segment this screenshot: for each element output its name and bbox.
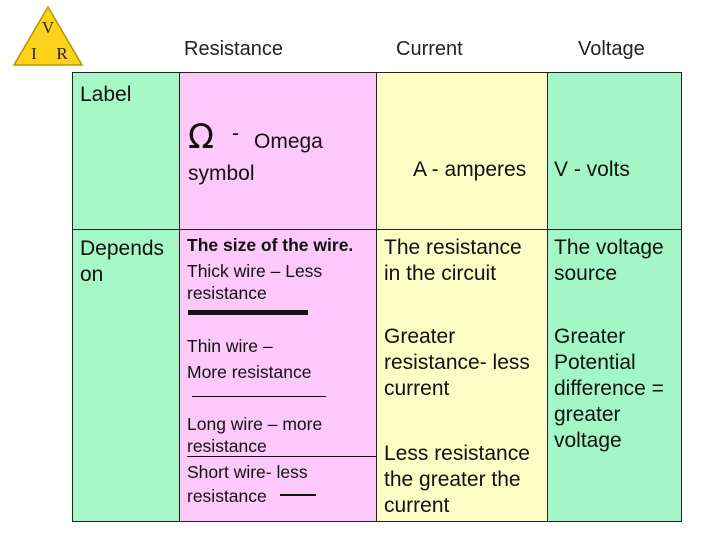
- depends-resistance-cell: The size of the wire. Thick wire – Less …: [179, 229, 377, 522]
- voltage-p2-line-5: voltage: [554, 429, 622, 452]
- vir-triangle-logo: V I R: [12, 5, 84, 67]
- current-p3-line-1: Less resistance: [384, 442, 530, 465]
- wire-size-heading: The size of the wire.: [187, 235, 354, 255]
- omega-text-2: symbol: [188, 162, 255, 185]
- label-voltage-cell: V - volts: [547, 72, 682, 230]
- header-resistance: Resistance: [184, 38, 283, 60]
- voltage-p1-line-1: The voltage: [554, 236, 664, 259]
- depends-title-2: on: [80, 263, 104, 286]
- header-current: Current: [396, 38, 463, 60]
- thin-wire-line-1: Thin wire –: [187, 336, 273, 356]
- voltage-p1-line-2: source: [554, 262, 618, 285]
- current-p2-line-2: resistance- less: [384, 351, 530, 374]
- current-p2-line-3: current: [384, 377, 450, 400]
- logo-v: V: [42, 18, 55, 37]
- current-p2-line-1: Greater: [384, 325, 456, 348]
- short-wire-graphic: [280, 494, 316, 496]
- short-wire-line-1: Short wire- less: [187, 462, 308, 482]
- short-wire-line-2: resistance: [187, 486, 267, 506]
- depends-voltage-cell: The voltage source Greater Potential dif…: [547, 229, 682, 522]
- voltage-p2-line-1: Greater: [554, 325, 626, 348]
- omega-text-1: Omega: [254, 130, 323, 153]
- triangle-icon: V I R: [12, 5, 84, 66]
- voltage-p2-line-3: difference =: [554, 377, 664, 400]
- thick-wire-line-1: Thick wire – Less: [187, 261, 323, 281]
- voltage-p2-line-4: greater: [554, 403, 621, 426]
- label-title: Label: [80, 83, 132, 106]
- thin-wire-graphic: [192, 396, 326, 397]
- current-p1-line-1: The resistance: [384, 236, 522, 259]
- label-resistance-cell: Ω - Omega symbol: [179, 72, 377, 230]
- voltage-unit: V - volts: [554, 158, 630, 181]
- long-wire-graphic: [187, 456, 377, 457]
- current-p3-line-3: current: [384, 494, 450, 517]
- label-current-cell: A - amperes: [376, 72, 548, 230]
- depends-title-cell: Depends on: [72, 229, 180, 522]
- header-voltage: Voltage: [578, 38, 645, 60]
- omega-dash: -: [232, 122, 239, 145]
- thin-wire-line-2: More resistance: [187, 362, 312, 382]
- thick-wire-line-2: resistance: [187, 283, 267, 303]
- voltage-p2-line-2: Potential: [554, 351, 636, 374]
- depends-title-1: Depends: [80, 237, 165, 260]
- comparison-table: Label Ω - Omega symbol A - amperes V - v…: [72, 72, 682, 522]
- long-wire-line-2: resistance: [187, 436, 267, 456]
- current-p3-line-2: the greater the: [384, 468, 521, 491]
- label-title-cell: Label: [72, 72, 180, 230]
- depends-current-cell: The resistance in the circuit Greater re…: [376, 229, 548, 522]
- thick-wire-graphic: [188, 310, 308, 315]
- logo-r: R: [56, 44, 68, 63]
- current-unit: A - amperes: [413, 158, 527, 181]
- long-wire-line-1: Long wire – more: [187, 414, 323, 434]
- current-p1-line-2: in the circuit: [384, 262, 497, 285]
- omega-symbol: Ω: [188, 117, 214, 157]
- logo-i: I: [31, 44, 37, 63]
